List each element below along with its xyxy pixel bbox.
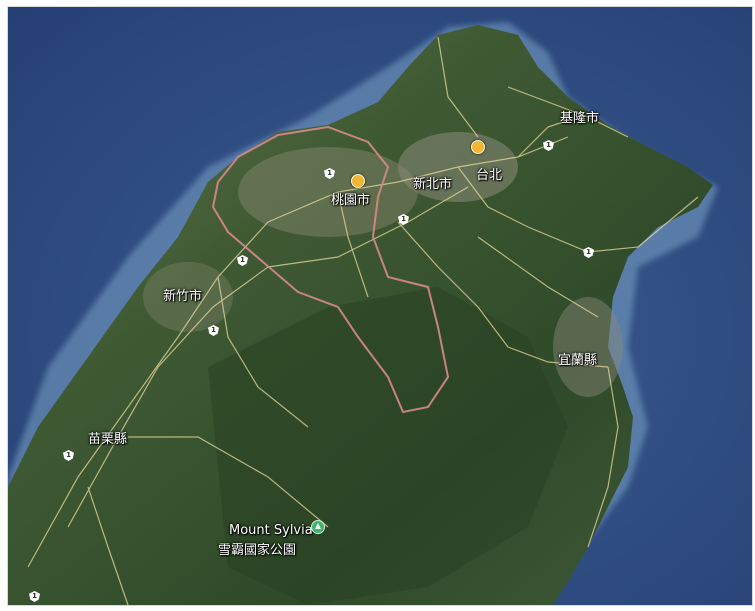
taipei-pin-icon[interactable] (471, 140, 485, 154)
label-keelung: 基隆市 (560, 111, 600, 126)
label-hsinchu: 新竹市 (163, 289, 203, 304)
landmass (8, 25, 713, 605)
park-icon[interactable] (311, 520, 325, 534)
taoyuan-boundary (211, 125, 450, 414)
taoyuan-pin-icon[interactable] (351, 174, 365, 188)
label-yilan: 宜蘭縣 (558, 353, 598, 368)
map-canvas (8, 7, 752, 605)
highway-shield-icon: 1 (208, 325, 219, 336)
label-taipei: 台北 (476, 168, 503, 183)
road-network (27, 36, 699, 605)
highway-shield-icon: 1 (324, 168, 335, 179)
highway-shield-icon: 1 (398, 214, 409, 225)
label-mount-sylvia: Mount Sylvia (229, 523, 313, 538)
label-taoyuan: 桃園市 (331, 193, 371, 208)
highway-shield-icon: 1 (543, 140, 554, 151)
hsinchu-area (143, 262, 233, 332)
taoyuan-plain (238, 147, 418, 237)
yilan-plain (553, 297, 623, 397)
satellite-map[interactable]: 基隆市 台北 新北市 桃園市 新竹市 宜蘭縣 苗栗縣 Mount Sylvia … (7, 6, 753, 606)
highway-shield-icon: 1 (63, 450, 74, 461)
central-mountains (208, 287, 568, 605)
label-shei-pa-park: 雪霸國家公園 (218, 543, 297, 558)
highway-shield-icon: 1 (29, 591, 40, 602)
label-miaoli: 苗栗縣 (88, 432, 128, 447)
label-new-taipei: 新北市 (413, 177, 453, 192)
highway-shield-icon: 1 (583, 247, 594, 258)
highway-shield-icon: 1 (237, 255, 248, 266)
